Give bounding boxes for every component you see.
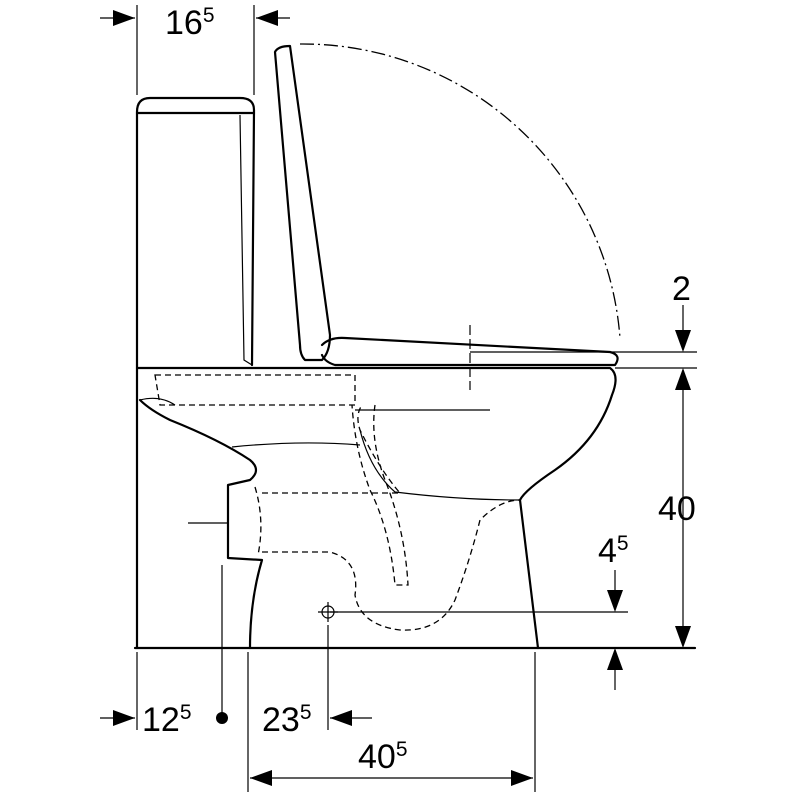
dim-wall-to-inlet: 125 xyxy=(142,701,192,739)
dim-cistern-depth: 165 xyxy=(165,4,215,42)
bowl-body xyxy=(135,363,617,650)
dim-seat-thickness: 2 xyxy=(672,270,691,308)
dim-inlet-to-outlet: 235 xyxy=(262,701,312,739)
dimension-lines xyxy=(100,5,697,792)
dim-outlet-height: 45 xyxy=(598,532,629,570)
lid-and-seat xyxy=(273,43,621,622)
cistern xyxy=(135,96,256,367)
dim-total-depth: 405 xyxy=(358,738,408,776)
dim-seat-height: 40 xyxy=(658,490,696,528)
